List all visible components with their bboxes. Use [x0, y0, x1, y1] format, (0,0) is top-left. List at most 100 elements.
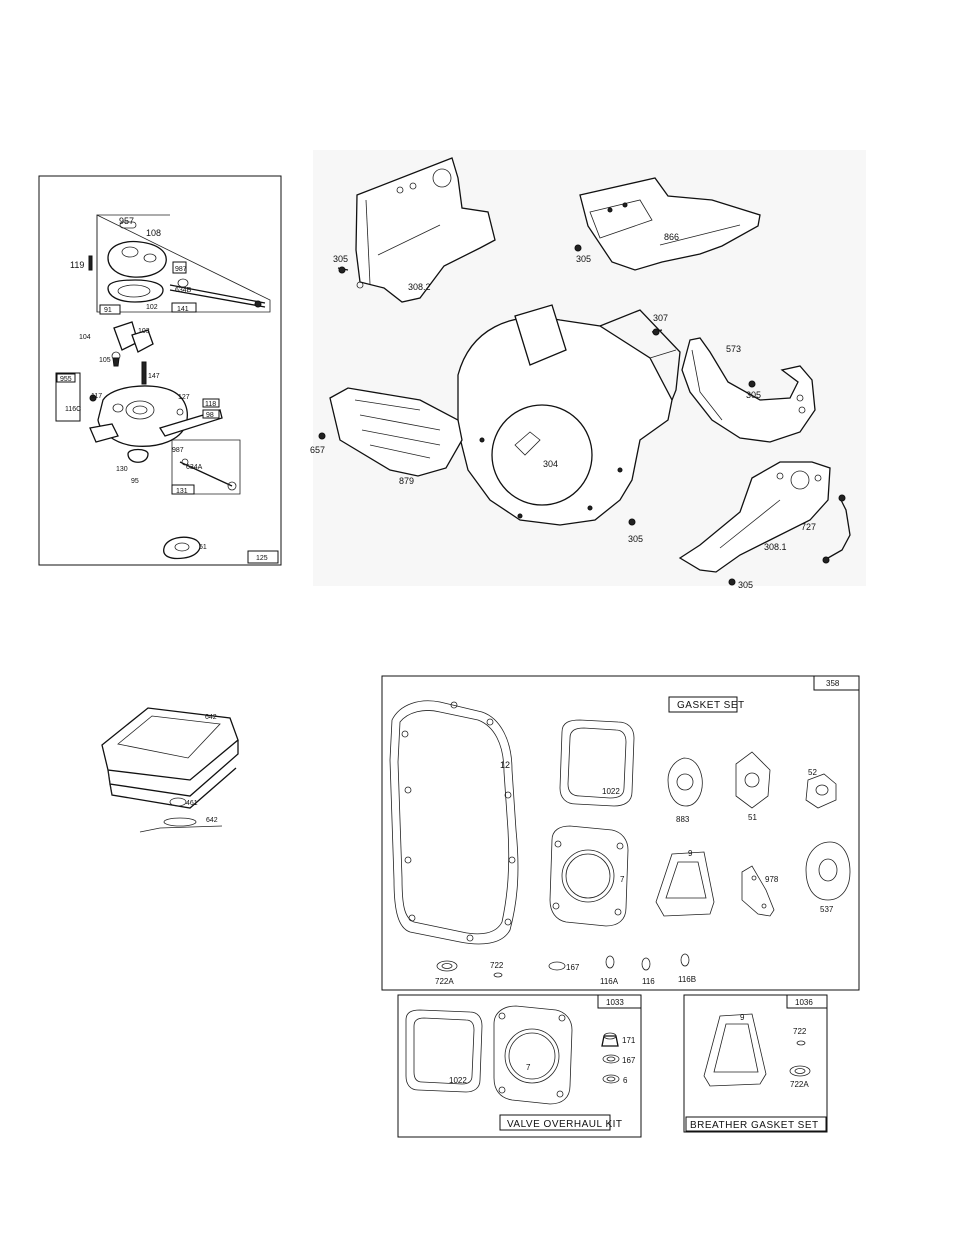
label-141: 141 — [177, 306, 189, 313]
label-95: 95 — [131, 478, 139, 485]
air-filter-assembly — [101, 707, 239, 833]
panel-ref-358: 358 — [826, 679, 840, 688]
label-305-d: 305 — [628, 534, 643, 544]
screw-305-c — [748, 380, 756, 388]
label-105: 105 — [99, 357, 111, 364]
label-727: 727 — [801, 522, 816, 532]
breather-gasket-9 — [655, 851, 715, 917]
label-987-a: 987 — [175, 266, 187, 273]
gasket-102 — [107, 279, 164, 303]
label-957: 957 — [119, 216, 134, 226]
breather-gasket-set-panel — [683, 994, 828, 1133]
head-gasket-7-kit — [493, 1005, 573, 1105]
seal-167-kit — [602, 1054, 620, 1064]
label-305-a: 305 — [333, 254, 348, 264]
label-116: 116 — [642, 977, 655, 986]
label-167-set: 167 — [566, 963, 580, 972]
cylinder-baffle-866 — [579, 177, 761, 271]
label-127: 127 — [178, 394, 190, 401]
carburetor-panel — [38, 175, 282, 566]
label-304: 304 — [543, 459, 558, 469]
label-119: 119 — [70, 260, 84, 270]
label-171: 171 — [622, 1036, 636, 1045]
label-12: 12 — [500, 760, 510, 770]
gasket-978 — [741, 865, 775, 917]
lower-subassembly-frame — [171, 439, 241, 495]
label-103: 103 — [138, 328, 150, 335]
gasket-set-frame — [381, 675, 860, 991]
label-131: 131 — [176, 488, 188, 495]
label-883: 883 — [676, 815, 690, 824]
label-955: 955 — [60, 376, 72, 383]
label-108: 108 — [146, 228, 161, 238]
label-634a: 634A — [186, 464, 203, 471]
label-104: 104 — [79, 334, 91, 341]
label-573: 573 — [726, 344, 741, 354]
label-51-set: 51 — [748, 813, 757, 822]
label-634b: 634B — [175, 287, 192, 294]
label-91: 91 — [104, 307, 112, 314]
washer-116 — [641, 957, 651, 971]
label-642-bottom: 642 — [206, 817, 218, 824]
blower-back-plate-573 — [681, 337, 816, 443]
screw-305-e — [728, 578, 736, 586]
label-9-set: 9 — [688, 849, 693, 858]
panel-ref-1036: 1036 — [795, 998, 813, 1007]
panel-ref-125: 125 — [256, 555, 268, 562]
washer-6 — [602, 1074, 620, 1084]
label-1022-kit: 1022 — [449, 1076, 467, 1085]
seal-722a — [436, 960, 458, 972]
seal-167 — [548, 961, 566, 971]
valve-kit-title: VALVE OVERHAUL KIT — [507, 1119, 623, 1130]
label-722-breather: 722 — [793, 1027, 807, 1036]
label-167-kit: 167 — [622, 1056, 636, 1065]
head-gasket-7 — [549, 825, 629, 927]
gasket-883 — [667, 757, 703, 807]
label-305-e: 305 — [738, 580, 753, 590]
carburetor-panel-frame — [38, 175, 282, 566]
wire-727 — [827, 497, 851, 559]
label-987-b: 987 — [172, 447, 184, 454]
screw-305-d — [628, 518, 636, 526]
label-7-kit: 7 — [526, 1063, 531, 1072]
label-98: 98 — [206, 412, 214, 419]
valve-overhaul-kit-panel — [397, 994, 642, 1138]
screw-305-a — [338, 266, 346, 274]
label-978: 978 — [765, 875, 779, 884]
screw-307 — [652, 328, 660, 336]
gasket-52 — [805, 773, 837, 809]
screw-147 — [141, 361, 147, 385]
breather-set-frame — [683, 994, 828, 1133]
label-305-b: 305 — [576, 254, 591, 264]
gasket-set-panel — [381, 675, 860, 991]
breather-set-title: BREATHER GASKET SET — [690, 1120, 819, 1131]
gasket-51-set — [735, 751, 771, 809]
label-51: 51 — [199, 544, 207, 551]
screw-119 — [88, 255, 93, 271]
cylinder-shield-308-2 — [355, 157, 496, 303]
label-308-2: 308.2 — [408, 282, 431, 292]
label-307: 307 — [653, 313, 668, 323]
washer-116b — [680, 953, 690, 967]
crankcase-gasket-12 — [389, 700, 519, 945]
label-9-breather: 9 — [740, 1013, 745, 1022]
label-722a-breather: 722A — [790, 1080, 809, 1089]
label-537: 537 — [820, 905, 834, 914]
label-866: 866 — [664, 232, 679, 242]
label-102: 102 — [146, 304, 158, 311]
breather-gasket-9-set — [703, 1013, 767, 1087]
label-879: 879 — [399, 476, 414, 486]
valve-cover-gasket-1022 — [559, 719, 635, 807]
label-6: 6 — [623, 1076, 628, 1085]
screw-657 — [318, 432, 326, 440]
rotating-screen-879 — [329, 387, 463, 477]
flywheel-opening — [491, 404, 593, 506]
label-305-c: 305 — [746, 390, 761, 400]
label-116a: 116A — [600, 977, 619, 986]
gasket-51 — [163, 536, 201, 560]
label-1022-set: 1022 — [602, 787, 620, 796]
label-657: 657 — [310, 445, 325, 455]
label-130: 130 — [116, 466, 128, 473]
panel-ref-1033: 1033 — [606, 998, 624, 1007]
